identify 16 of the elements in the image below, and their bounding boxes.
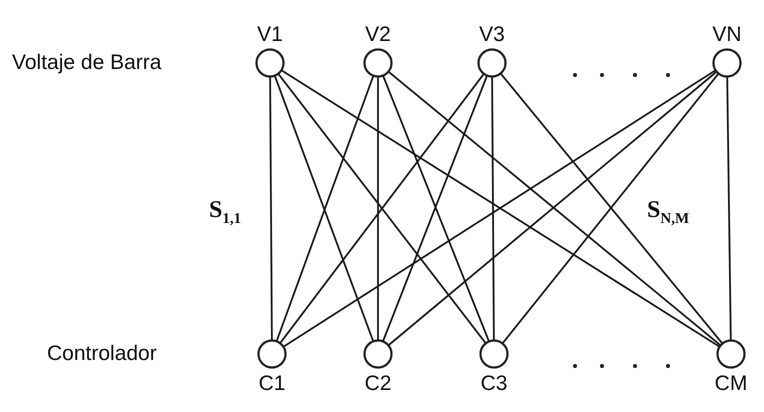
edge-label: S$_{N,M}$ xyxy=(647,196,690,228)
row-label: Voltaje de Barra xyxy=(12,51,162,75)
connector-line xyxy=(491,77,495,340)
edge-label: S$_{1,1}$ xyxy=(209,196,242,228)
connector-line xyxy=(377,77,379,340)
node-label: V2 xyxy=(365,24,391,46)
node-label: VN xyxy=(712,24,742,46)
node-label: V1 xyxy=(257,24,283,46)
node-label: C1 xyxy=(258,373,286,395)
connector-line xyxy=(269,77,273,340)
node-label: C2 xyxy=(364,373,392,395)
node-label: CM xyxy=(714,373,748,395)
connector-line xyxy=(726,76,732,340)
row-label: Controlador xyxy=(47,342,157,366)
node-label: C3 xyxy=(480,373,508,395)
node-label: V3 xyxy=(479,24,505,46)
